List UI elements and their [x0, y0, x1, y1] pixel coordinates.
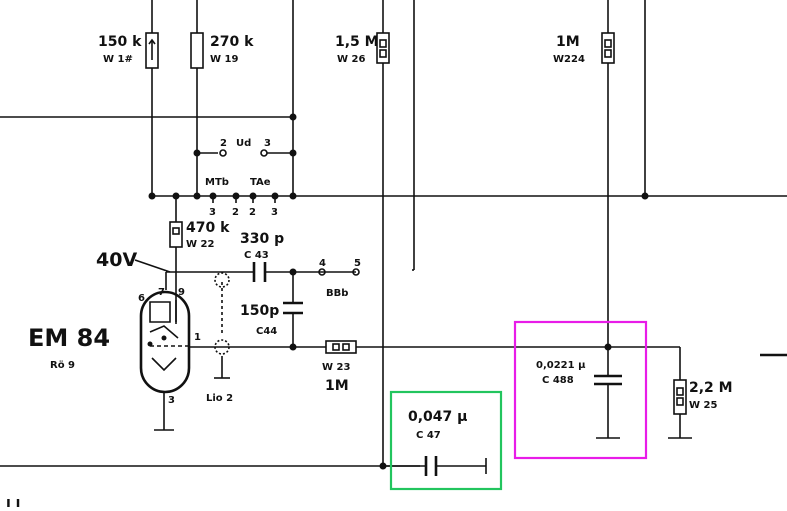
label-r-270k: 270 k	[210, 34, 254, 50]
label-c-330p: 330 p	[240, 231, 284, 247]
label-c-0047-code: C 47	[416, 430, 441, 441]
label-r-2-2m-code: W 25	[689, 400, 717, 411]
label-c-330p-code: C 43	[244, 250, 269, 261]
em84-tube	[139, 290, 191, 394]
label-r-1-5m-code: W 26	[337, 54, 365, 65]
highlight-box-c47	[389, 390, 503, 491]
label-lio2: Lio 2	[206, 393, 233, 404]
label-r-270k-code: W 19	[210, 54, 238, 65]
label-r-150k-code: W 1#	[103, 54, 133, 65]
label-r-1m-top: 1M	[556, 34, 580, 50]
capacitor-c488	[594, 374, 622, 386]
label-40v: 40V	[96, 249, 137, 271]
label-pin-3: 3	[168, 395, 175, 406]
resistors	[145, 32, 687, 415]
label-c-0022: 0,0221 μ	[536, 360, 586, 371]
label-tae: TAe	[250, 177, 271, 188]
label-mtb: MTb	[205, 177, 229, 188]
label-r-470k: 470 k	[186, 220, 230, 236]
label-node-2a: 2	[232, 207, 239, 218]
resistor-150k	[145, 32, 159, 69]
resistor-1-5m	[376, 32, 390, 64]
label-pin-9: 9	[178, 287, 185, 298]
label-switch-3: 3	[264, 138, 271, 149]
label-switch-2: 2	[220, 138, 227, 149]
label-c-150p-code: C44	[256, 326, 277, 337]
label-c-0022-code: C 488	[542, 375, 574, 386]
label-node-3a: 3	[209, 207, 216, 218]
label-node-3b: 3	[271, 207, 278, 218]
capacitor-c43	[252, 262, 267, 282]
label-r-1m-bottom-code: W 23	[322, 362, 350, 373]
label-switch-ud: Ud	[236, 138, 251, 149]
capacitor-c47	[424, 456, 438, 476]
wiring	[0, 0, 787, 474]
junction-dots	[148, 113, 649, 470]
label-tube-code: Rö 9	[50, 360, 75, 371]
labels: 150 k W 1# 270 k W 19 1,5 M W 26 1M W224…	[6, 34, 733, 511]
label-pin-6: 6	[138, 293, 145, 304]
switch-contacts	[214, 149, 360, 355]
resistor-470k	[169, 221, 183, 248]
label-r-470k-code: W 22	[186, 239, 214, 250]
capacitors	[252, 262, 622, 476]
label-pin-1: 1	[194, 332, 201, 343]
label-node-5: 5	[354, 258, 361, 269]
capacitor-c44	[283, 301, 303, 315]
label-r-1m-top-code: W224	[553, 54, 585, 65]
label-c-150p: 150p	[240, 303, 279, 319]
resistor-270k	[190, 32, 204, 69]
label-node-4: 4	[319, 258, 326, 269]
label-r-2-2m: 2,2 M	[689, 380, 733, 396]
label-node-2b: 2	[249, 207, 256, 218]
label-r-150k: 150 k	[98, 34, 142, 50]
highlight-box-c488	[513, 320, 648, 460]
label-r-1m-bottom: 1M	[325, 378, 349, 394]
label-tube-name: EM 84	[28, 324, 110, 352]
label-c-0047: 0,047 μ	[408, 409, 467, 425]
resistor-2-2m	[673, 379, 687, 415]
label-r-1-5m: 1,5 M	[335, 34, 379, 50]
resistor-1m-bottom	[325, 340, 357, 354]
label-corner-mark: ı ı	[6, 495, 20, 511]
label-pin-7: 7	[158, 287, 165, 298]
label-bbb: BBb	[326, 288, 348, 299]
resistor-1m-top	[601, 32, 615, 64]
